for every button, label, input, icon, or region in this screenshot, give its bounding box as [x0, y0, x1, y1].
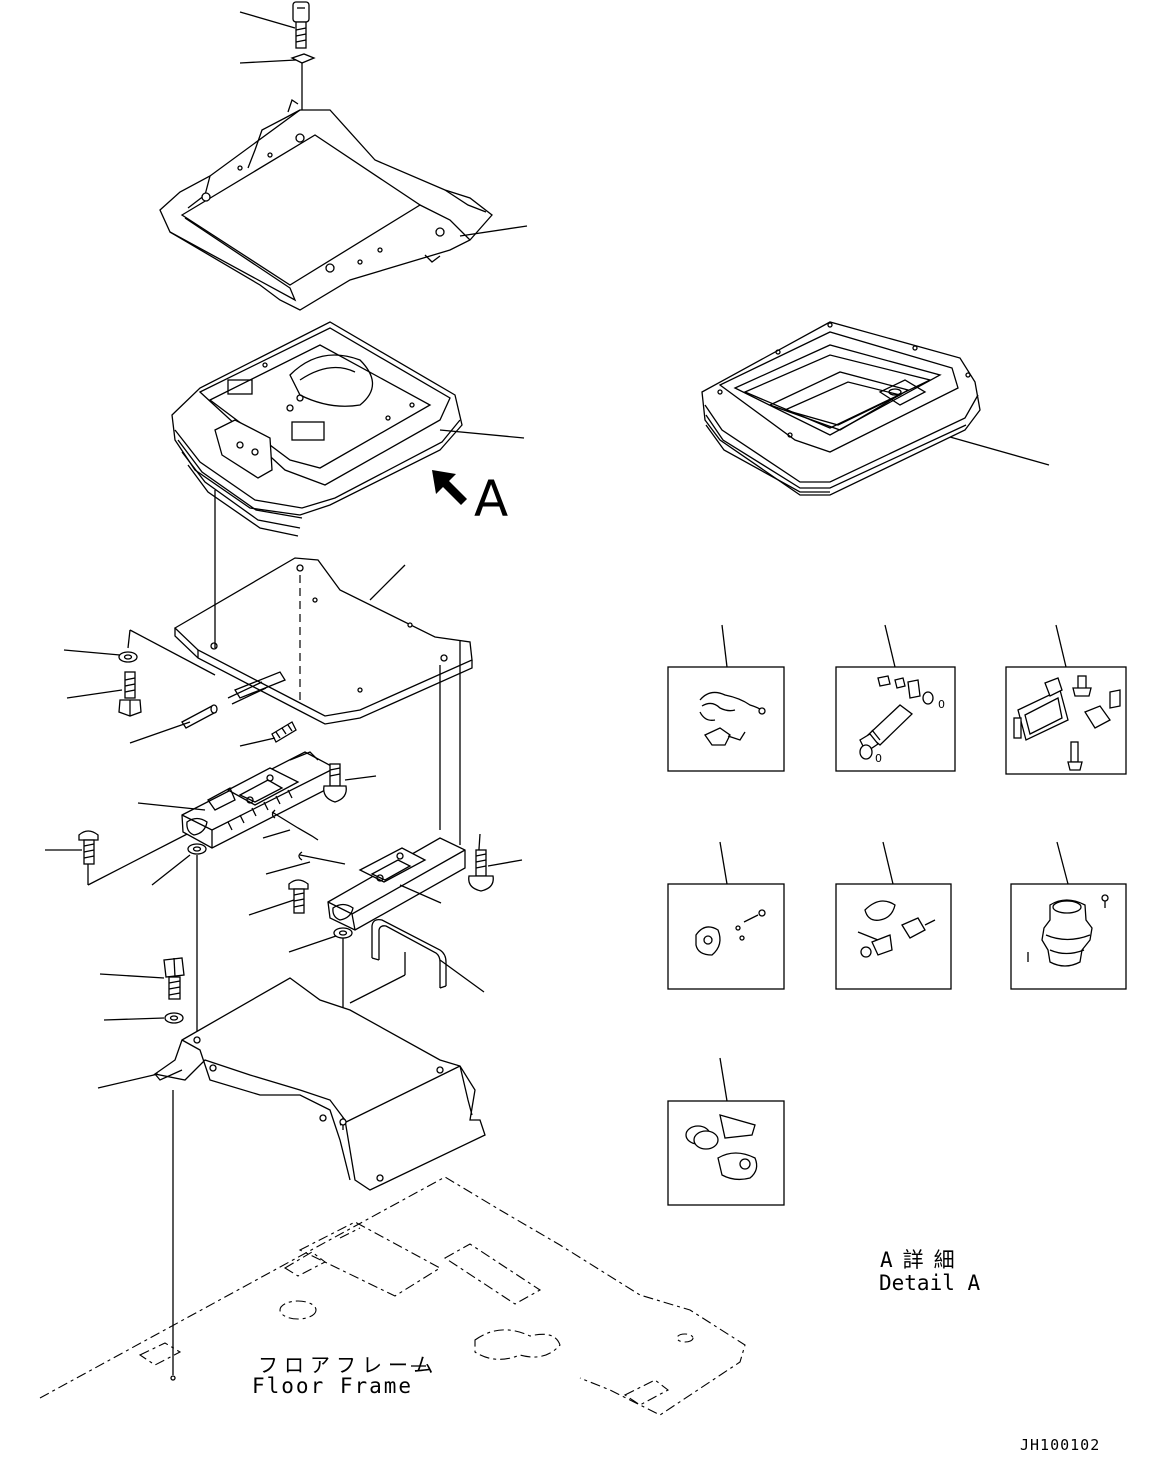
floor-frame-outline [39, 1176, 746, 1416]
tension-spring [271, 809, 346, 865]
floor-frame-label-japanese: フロアフレーム [258, 1353, 440, 1377]
spring [271, 721, 297, 743]
leader-lines [45, 11, 1069, 1367]
slide-rail-right [327, 837, 466, 931]
washer-right [333, 927, 353, 939]
top-bolt [292, 1, 310, 49]
washer-lower [164, 1012, 184, 1024]
detail-box-2: 0 0 [835, 666, 956, 772]
floor-frame-label-english: Floor Frame [252, 1374, 414, 1398]
drawing-id: JH100102 [1020, 1436, 1101, 1454]
bracket-plate [173, 557, 473, 725]
detail-box-7 [667, 1100, 785, 1206]
hex-bolt-lower [163, 957, 185, 1000]
detail-box-1 [667, 666, 785, 772]
seat-suspension [171, 321, 463, 537]
detail-caption-english: Detail A [879, 1271, 981, 1295]
detail-box-5 [835, 883, 952, 990]
flange-bolt-left [78, 830, 99, 865]
slide-rail-left [181, 751, 336, 849]
washer-left [118, 651, 138, 663]
flange-bolt-center [288, 879, 309, 914]
seat-stand [153, 977, 486, 1191]
washer-small [187, 843, 207, 855]
bolt-left [118, 671, 142, 717]
flange-bolt-right [468, 849, 494, 892]
svg-text:0: 0 [875, 752, 882, 765]
detail-box-6 [1010, 883, 1127, 990]
view-callout-label: A [474, 470, 509, 528]
u-handle [371, 918, 447, 989]
suspension-bellows [701, 321, 981, 496]
upper-seat-frame [159, 98, 493, 311]
pin [181, 681, 267, 729]
top-washer [290, 53, 316, 110]
detail-box-4 [667, 883, 785, 990]
view-direction-arrow-icon [432, 470, 467, 505]
bolt-mid [323, 763, 347, 803]
svg-text:0: 0 [938, 698, 945, 711]
detail-box-3 [1005, 666, 1127, 775]
detail-caption-japanese: A詳細 [880, 1248, 965, 1272]
